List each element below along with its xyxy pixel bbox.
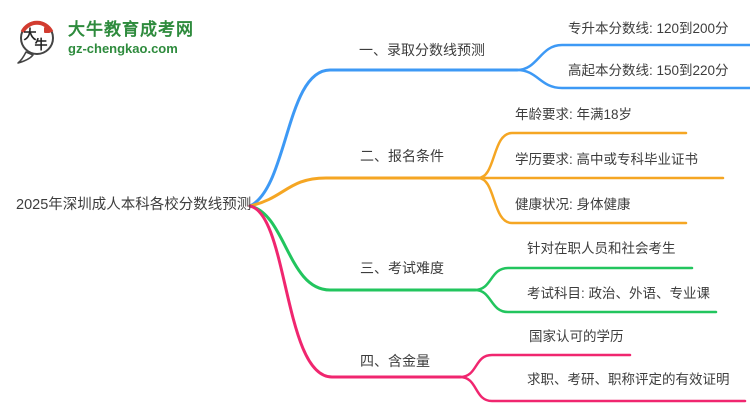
branch-4-main-line <box>248 204 462 379</box>
logo-domain-url: gz-chengkao.com <box>68 40 178 56</box>
branch-1-child-2-label: 高起本分数线: 150到220分 <box>568 63 729 78</box>
branch-3-child-2-label: 考试科目: 政治、外语、专业课 <box>527 286 711 301</box>
branch-4-child-1-line <box>458 353 632 379</box>
branch-4-label: 四、含金量 <box>360 353 430 369</box>
branch-2-main-line <box>248 176 480 208</box>
logo-bubble-icon: 大 牛 <box>17 20 54 64</box>
branch-4-child-1-label: 国家认可的学历 <box>529 329 624 344</box>
central-topic: 2025年深圳成人本科各校分数线预测 <box>16 197 252 213</box>
branch-2-label: 二、报名条件 <box>360 148 444 164</box>
branch-3-child-1-label: 针对在职人员和社会考生 <box>527 241 676 256</box>
logo-mark-char-bottom: 牛 <box>34 37 47 52</box>
branch-3-label: 三、考试难度 <box>360 260 444 276</box>
branch-2-child-3-label: 健康状况: 身体健康 <box>515 197 631 212</box>
branch-2-child-1-label: 年龄要求: 年满18岁 <box>515 107 633 122</box>
branch-2-child-1-line <box>476 131 688 180</box>
logo-site-name: 大牛教育成考网 <box>68 20 194 40</box>
logo-mark-char-top: 大 <box>23 27 36 42</box>
branch-3-main-line <box>248 204 477 292</box>
branch-1-child-1-label: 专升本分数线: 120到200分 <box>568 21 729 36</box>
site-logo: 大 牛 大牛教育成考网 gz-chengkao.com <box>14 14 194 64</box>
branch-1-child-2-line <box>515 68 750 90</box>
branch-1-label: 一、录取分数线预测 <box>359 42 485 58</box>
branch-4-child-2-label: 求职、考研、职称评定的有效证明 <box>527 372 730 387</box>
branch-2-child-2-label: 学历要求: 高中或专科毕业证书 <box>515 152 699 167</box>
branch-3-child-2-line <box>473 288 718 314</box>
branch-1-main-line <box>248 68 519 208</box>
branch-1-child-1-line <box>515 43 750 72</box>
branch-3-child-1-line <box>473 266 694 292</box>
branch-2-child-3-line <box>476 176 688 225</box>
branch-4-child-2-line <box>458 375 747 403</box>
